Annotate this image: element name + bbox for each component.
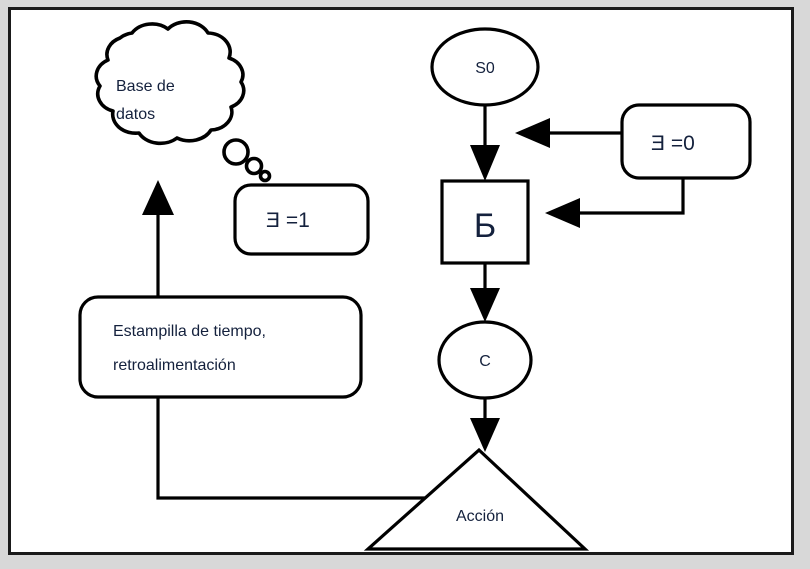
diagram-frame — [8, 7, 794, 555]
